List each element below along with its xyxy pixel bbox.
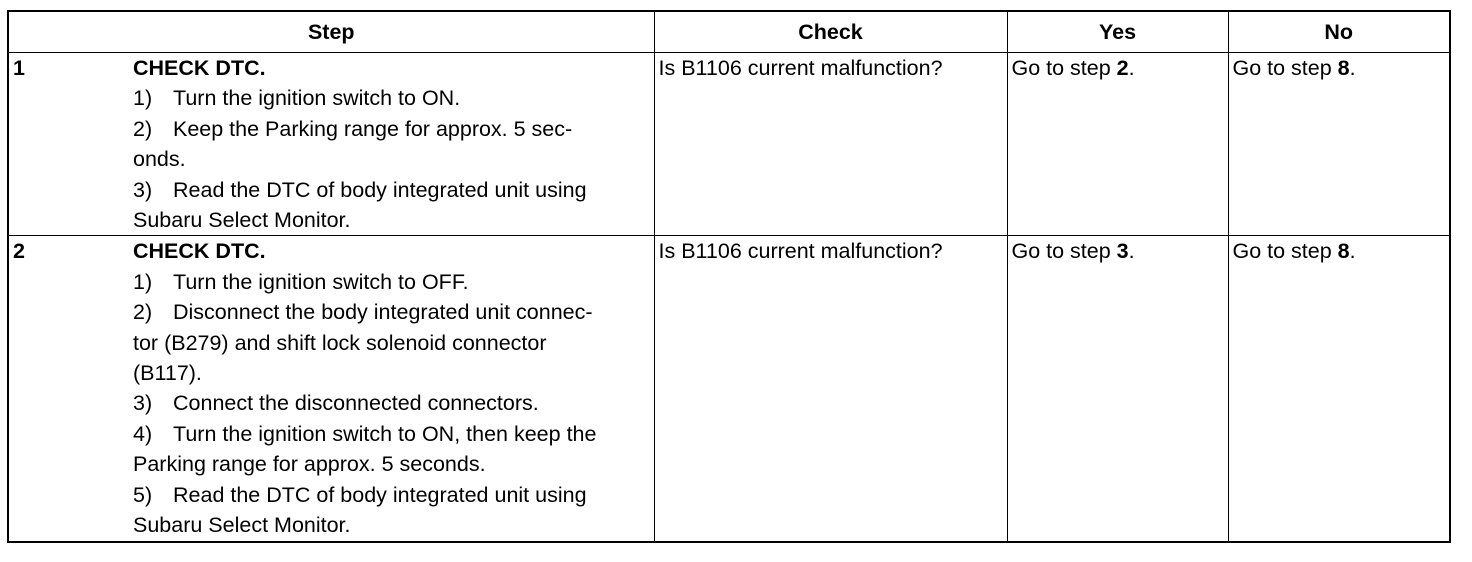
instruction-number: 1) (133, 269, 153, 294)
instruction-continuation: tor (B279) and shift lock solenoid conne… (133, 330, 547, 355)
yes-prefix: Go to step (1011, 56, 1117, 80)
step-title: CHECK DTC. (133, 239, 266, 264)
no-cell: Go to step 8. (1227, 51, 1451, 237)
table-row: 1 CHECK DTC. 1) Turn the ignition switch … (7, 51, 1451, 237)
instruction-number: 2) (133, 116, 153, 141)
no-cell: Go to step 8. (1227, 235, 1451, 542)
instruction-text: Read the DTC of body integrated unit usi… (173, 177, 587, 202)
instruction-continuation: onds. (133, 147, 186, 172)
instruction-line: 1) Turn the ignition switch to OFF. (133, 267, 650, 297)
step-body: CHECK DTC. 1) Turn the ignition switch to… (133, 53, 650, 235)
no-suffix: . (1349, 56, 1356, 80)
instruction-text: Turn the ignition switch to ON. (173, 86, 461, 111)
instruction-line: 2) Disconnect the body integrated unit co… (133, 297, 650, 327)
table-row: 2 CHECK DTC. 1) Turn the ignition switch … (7, 235, 1451, 542)
instruction-text: Read the DTC of body integrated unit usi… (173, 482, 587, 507)
yes-suffix: . (1128, 239, 1135, 264)
instruction-line: 3) Read the DTC of body integrated unit u… (133, 175, 650, 205)
step-number: 1 (13, 56, 25, 80)
no-step-link[interactable]: 8 (1337, 239, 1350, 264)
no-suffix: . (1349, 239, 1356, 264)
instruction-number: 2) (133, 300, 153, 325)
header-check: Check (653, 10, 1008, 53)
step-cell: 2 CHECK DTC. 1) Turn the ignition switch … (7, 235, 655, 542)
instruction-continuation: (B117). (133, 361, 202, 386)
yes-step-link[interactable]: 2 (1116, 56, 1129, 80)
step-cell: 1 CHECK DTC. 1) Turn the ignition switch … (7, 51, 655, 237)
instruction-line: 3) Connect the disconnected connectors. (133, 388, 650, 418)
instruction-continuation: Subaru Select Monitor. (133, 208, 351, 233)
no-prefix: Go to step (1232, 239, 1338, 264)
instruction-text: Disconnect the body integrated unit conn… (173, 300, 593, 325)
instruction-line: 1) Turn the ignition switch to ON. (133, 83, 650, 113)
yes-suffix: . (1128, 56, 1135, 80)
instruction-text: Turn the ignition switch to ON, then kee… (173, 421, 597, 446)
step-number: 2 (13, 239, 25, 264)
header-step: Step (7, 10, 655, 53)
step-body: CHECK DTC. 1) Turn the ignition switch to… (133, 236, 650, 540)
instruction-text: Connect the disconnected connectors. (173, 391, 539, 416)
instruction-line: 5) Read the DTC of body integrated unit u… (133, 480, 650, 510)
instruction-number: 4) (133, 421, 153, 446)
yes-cell: Go to step 3. (1006, 235, 1229, 542)
header-row: Step Check Yes No (7, 10, 1451, 53)
instruction-continuation: Subaru Select Monitor. (133, 513, 351, 538)
instruction-line: 4) Turn the ignition switch to ON, then k… (133, 419, 650, 449)
instruction-text: Turn the ignition switch to OFF. (173, 269, 469, 294)
instruction-line: 2) Keep the Parking range for approx. 5 s… (133, 114, 650, 144)
yes-step-link[interactable]: 3 (1116, 239, 1129, 264)
header-yes: Yes (1006, 10, 1229, 53)
instruction-number: 3) (133, 391, 153, 416)
header-no: No (1227, 10, 1451, 53)
step-title: CHECK DTC. (133, 56, 266, 80)
instruction-number: 1) (133, 86, 153, 111)
check-cell: Is B1106 current malfunction? (653, 51, 1008, 237)
diagnostic-table: Step Check Yes No 1 CHECK DTC. 1) Turn th… (7, 10, 1451, 543)
instruction-number: 3) (133, 177, 153, 202)
no-prefix: Go to step (1232, 56, 1338, 80)
instruction-continuation: Parking range for approx. 5 seconds. (133, 452, 486, 477)
instruction-number: 5) (133, 482, 153, 507)
yes-cell: Go to step 2. (1006, 51, 1229, 237)
instruction-text: Keep the Parking range for approx. 5 sec… (173, 116, 573, 141)
yes-prefix: Go to step (1011, 239, 1117, 264)
check-cell: Is B1106 current malfunction? (653, 235, 1008, 542)
no-step-link[interactable]: 8 (1337, 56, 1350, 80)
